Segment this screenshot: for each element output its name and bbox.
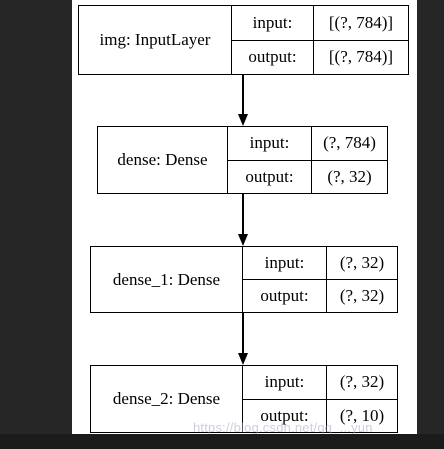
io-value-input: (?, 32) (339, 253, 385, 272)
io-row-output: output: (?, 32) (243, 279, 397, 312)
node-dense-2: dense_2: Dense input: (?, 32) output: (?… (90, 365, 398, 433)
io-row-input: input: (?, 784) (228, 127, 387, 160)
node-name: dense_2: Dense (91, 366, 243, 432)
io-value-output: [(?, 784)] (328, 47, 394, 67)
node-name: dense: Dense (98, 127, 228, 193)
io-label-input: input: (243, 247, 327, 279)
node-io-table: input: [(?, 784)] output: [(?, 784)] (232, 6, 408, 74)
io-label-output: output: (243, 399, 327, 432)
io-value-input: (?, 784) (323, 133, 376, 153)
io-row-input: input: (?, 32) (243, 247, 397, 279)
io-row-output: output: (?, 10) (243, 398, 397, 432)
io-row-output: output: (?, 32) (228, 159, 387, 193)
node-name: dense_1: Dense (91, 247, 243, 312)
io-label-input: input: (232, 6, 314, 40)
io-value-input: (?, 32) (339, 372, 385, 392)
io-label-output: output: (243, 280, 327, 312)
io-label-input: input: (228, 127, 312, 160)
arrowhead-input-to-dense (238, 114, 248, 126)
io-value-input: [(?, 784)] (328, 12, 394, 32)
model-diagram-canvas: img: InputLayer input: [(?, 784)] output… (72, 0, 417, 434)
io-value-output: (?, 32) (327, 166, 372, 186)
node-io-table: input: (?, 32) output: (?, 32) (243, 247, 397, 312)
right-dark-margin (417, 0, 444, 434)
io-label-output: output: (228, 160, 312, 193)
left-dark-margin (0, 0, 72, 434)
node-io-table: input: (?, 32) output: (?, 10) (243, 366, 397, 432)
io-label-output: output: (232, 40, 314, 74)
io-row-output: output: [(?, 784)] (232, 39, 408, 74)
io-value-output: (?, 10) (339, 405, 385, 425)
watermark-text: https://blog.csdn.net/qq_...yun (193, 420, 373, 435)
node-name: img: InputLayer (79, 6, 232, 74)
arrowhead-dense-to-dense-1 (238, 234, 248, 246)
io-row-input: input: [(?, 784)] (232, 6, 408, 40)
io-row-input: input: (?, 32) (243, 366, 397, 399)
node-img-inputlayer: img: InputLayer input: [(?, 784)] output… (78, 5, 409, 75)
bottom-dark-bar (0, 434, 444, 449)
node-dense-1: dense_1: Dense input: (?, 32) output: (?… (90, 246, 398, 313)
node-io-table: input: (?, 784) output: (?, 32) (228, 127, 387, 193)
arrowhead-dense-1-to-dense-2 (238, 353, 248, 365)
io-value-output: (?, 32) (339, 286, 385, 305)
io-label-input: input: (243, 366, 327, 399)
node-dense: dense: Dense input: (?, 784) output: (?,… (97, 126, 388, 194)
